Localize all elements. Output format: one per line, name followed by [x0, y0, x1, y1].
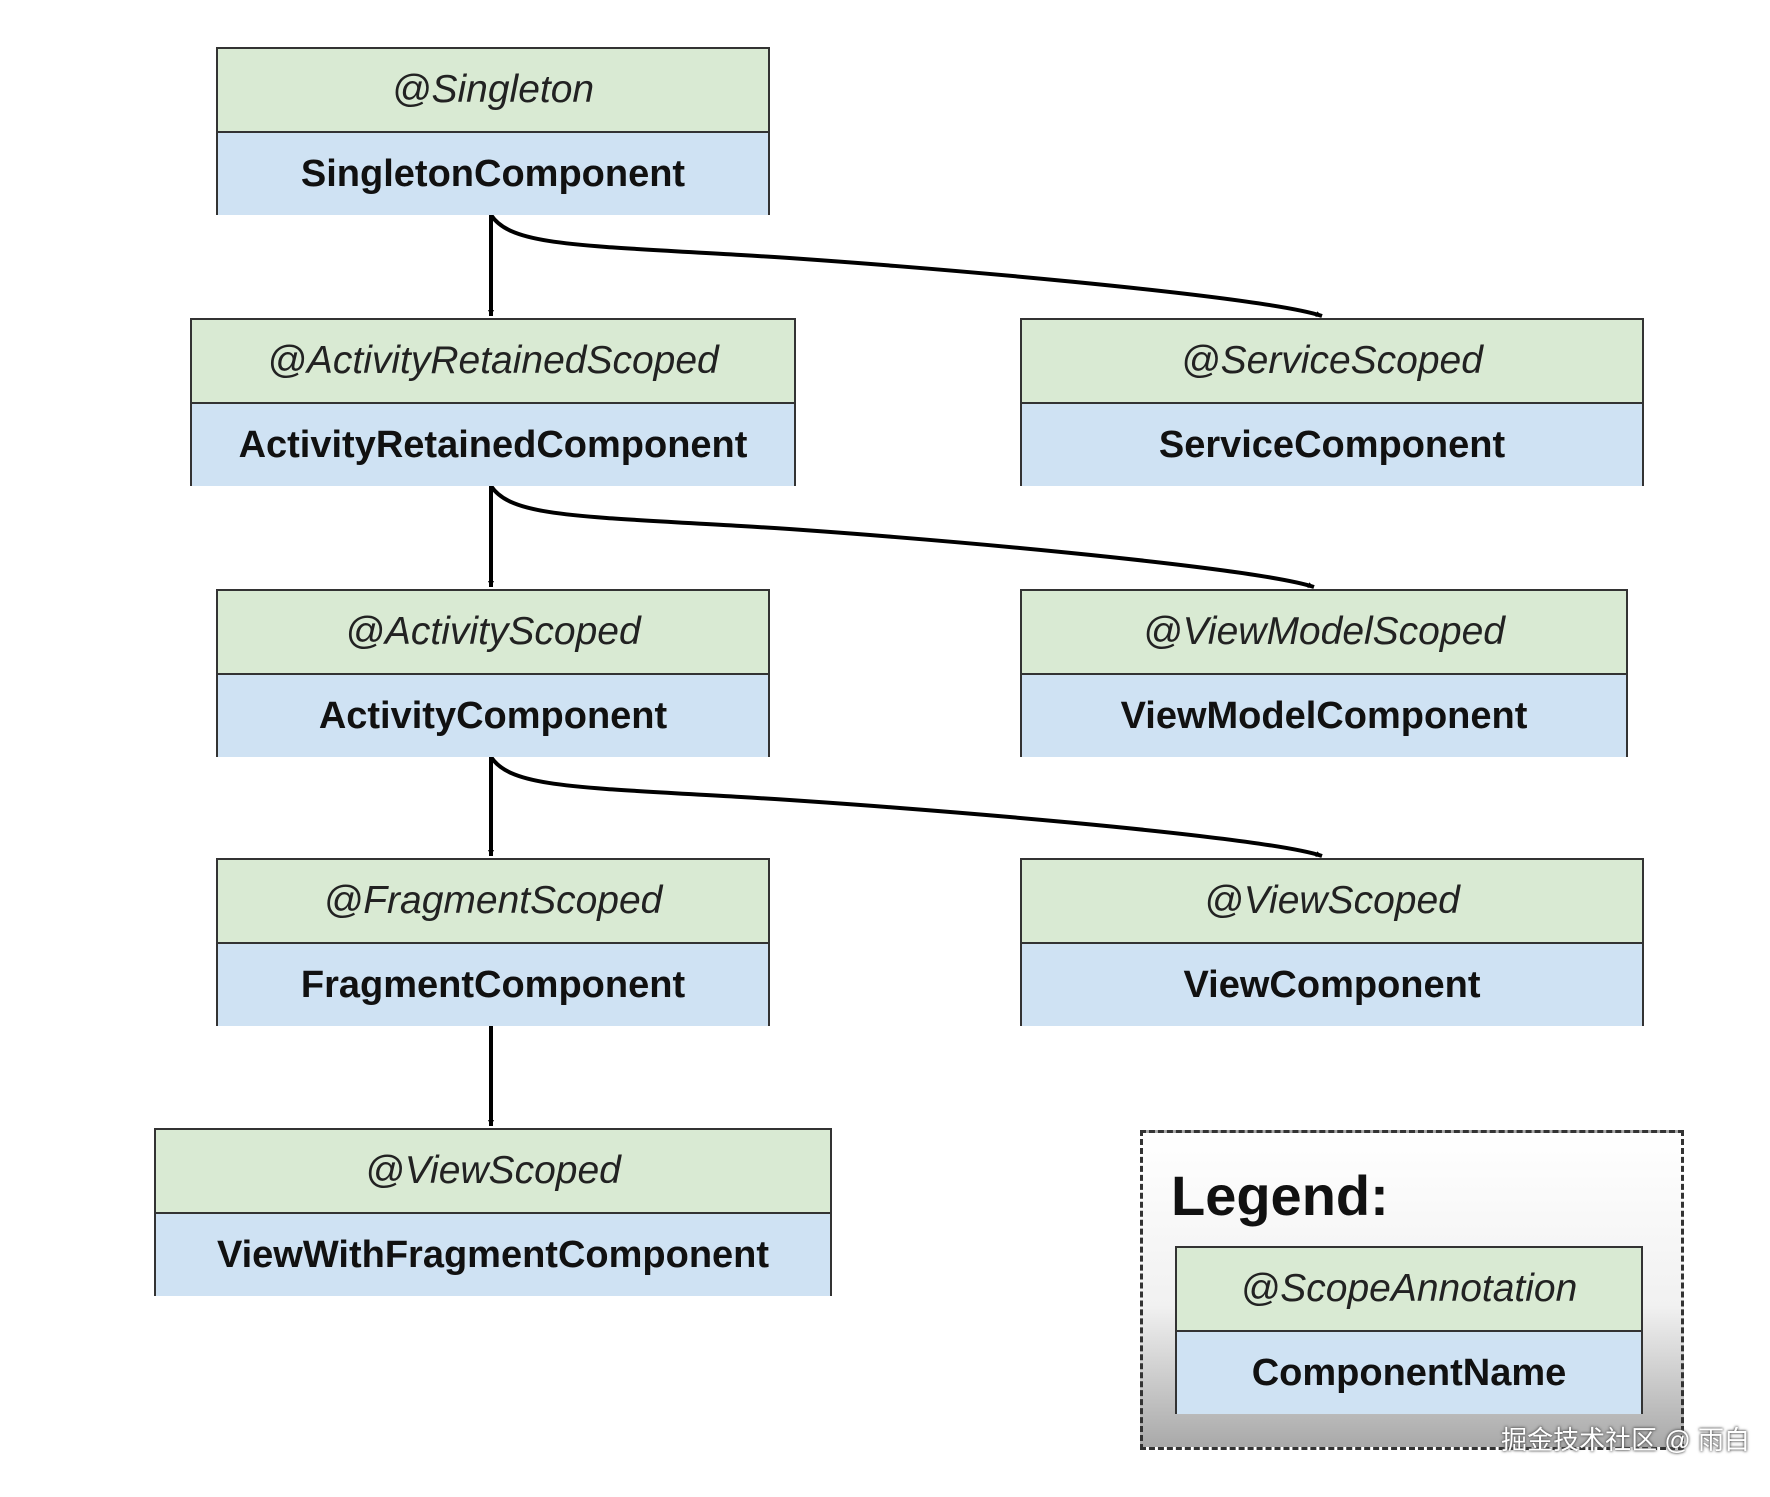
edge-activity-retained-to-viewmodel: [489, 484, 1315, 589]
node-view-component: ViewComponent: [1022, 944, 1642, 1026]
node-activity-retained-component: ActivityRetainedComponent: [192, 404, 794, 486]
node-singleton-scope: @Singleton: [218, 49, 768, 133]
node-activity-scope: @ActivityScoped: [218, 591, 768, 675]
node-viewmodel-component: ViewModelComponent: [1022, 675, 1626, 757]
node-fragment-component: FragmentComponent: [218, 944, 768, 1026]
node-activity-component: ActivityComponent: [218, 675, 768, 757]
node-service-component: ServiceComponent: [1022, 404, 1642, 486]
watermark: 掘金技术社区 @ 雨白: [1501, 1425, 1750, 1455]
legend-title: Legend:: [1171, 1164, 1389, 1227]
node-activity-retained-scope: @ActivityRetainedScoped: [192, 320, 794, 404]
node-fragment-scope: @FragmentScoped: [218, 860, 768, 944]
node-service-scope: @ServiceScoped: [1022, 320, 1642, 404]
legend-scope-label: @ScopeAnnotation: [1177, 1248, 1641, 1332]
node-viewmodel-scope: @ViewModelScoped: [1022, 591, 1626, 675]
legend: Legend: @ScopeAnnotation ComponentName: [1140, 1130, 1684, 1450]
node-view-scope: @ViewScoped: [1022, 860, 1642, 944]
legend-component-label: ComponentName: [1177, 1332, 1641, 1414]
node-view-with-fragment-scope: @ViewScoped: [156, 1130, 830, 1214]
node-view-with-fragment-component: ViewWithFragmentComponent: [156, 1214, 830, 1296]
legend-node: @ScopeAnnotation ComponentName: [1175, 1246, 1643, 1414]
edge-singleton-to-service: [489, 213, 1323, 318]
edge-activity-to-view: [489, 755, 1323, 858]
node-singleton-component: SingletonComponent: [218, 133, 768, 215]
